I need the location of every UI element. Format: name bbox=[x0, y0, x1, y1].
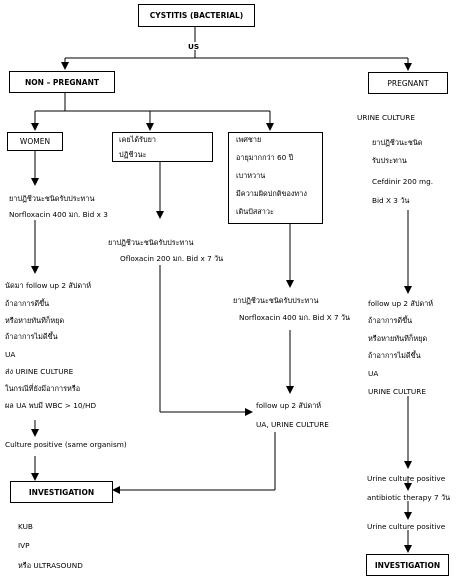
pregnant-followup-1: follow up 2 สัปดาห์ bbox=[368, 299, 434, 308]
investigation-item-ivp: IVP bbox=[18, 541, 30, 550]
pregnant-followup-6: URINE CULTURE bbox=[368, 387, 426, 396]
male-line-3: เบาหวาน bbox=[236, 171, 266, 180]
title-box: CYSTITIS (BACTERIAL) bbox=[138, 4, 255, 27]
women-followup-8: ผล UA พบมี WBC > 10/HD bbox=[5, 401, 97, 410]
pregnant-culture-positive-1: Urine culture positive bbox=[367, 474, 446, 483]
pregnant-culture-positive-2: Urine culture positive bbox=[367, 522, 446, 531]
title-text: CYSTITIS (BACTERIAL) bbox=[149, 11, 244, 20]
pregnant-urine-culture: URINE CULTURE bbox=[357, 113, 415, 122]
women-followup-7: ในกรณีที่ยังมีอาการหรือ bbox=[5, 384, 81, 393]
male-box: เพศชาย อายุมากกว่า 60 ปี เบาหวาน มีความผ… bbox=[228, 132, 323, 224]
women-treatment-2: Norfloxacin 400 มก. Bid x 3 bbox=[9, 210, 108, 219]
male-line-2: อายุมากกว่า 60 ปี bbox=[236, 153, 294, 162]
women-text: WOMEN bbox=[19, 137, 51, 146]
pregnant-text: PREGNANT bbox=[387, 78, 429, 88]
pregnant-followup-5: UA bbox=[368, 369, 379, 378]
investigation-item-kub: KUB bbox=[18, 522, 33, 531]
pregnant-treatment-4: Bid X 3 วัน bbox=[372, 196, 410, 205]
investigation-item-ultrasound: หรือ ULTRASOUND bbox=[18, 561, 83, 570]
women-followup-6: ส่ง URINE CULTURE bbox=[5, 367, 74, 376]
male-line-1: เพศชาย bbox=[236, 135, 262, 144]
prior-antibiotic-box: เคยได้รับยา ปฏิชีวนะ bbox=[112, 132, 213, 162]
male-line-5: เดินปัสสาวะ bbox=[236, 207, 274, 216]
women-treatment-1: ยาปฏิชีวนะชนิดรับประทาน bbox=[9, 194, 95, 203]
pregnant-followup-3: หรือหายทันทีก็หยุด bbox=[368, 334, 428, 343]
women-followup-2: ถ้าอาการดีขึ้น bbox=[5, 299, 50, 308]
women-followup-5: UA bbox=[5, 350, 16, 359]
pregnant-box: PREGNANT bbox=[368, 72, 448, 94]
male-followup-2: UA, URINE CULTURE bbox=[256, 420, 329, 429]
non-pregnant-text: NON – PREGNANT bbox=[25, 77, 99, 87]
prior-antibiotic-line-2: ปฏิชีวนะ bbox=[119, 150, 147, 159]
prior-treatment-2: Ofloxacin 200 มก. Bid x 7 วัน bbox=[120, 254, 224, 263]
male-treatment-2: Norfloxacin 400 มก. Bid X 7 วัน bbox=[239, 313, 350, 322]
male-line-4: มีความผิดปกติของทาง bbox=[236, 189, 307, 198]
investigation-right-box: INVESTIGATION bbox=[366, 554, 449, 576]
pregnant-antibiotic-therapy: antibiotic therapy 7 วัน bbox=[367, 493, 451, 502]
non-pregnant-box: NON – PREGNANT bbox=[9, 71, 115, 93]
pregnant-treatment-1: ยาปฏิชีวนะชนิด bbox=[372, 138, 423, 147]
pregnant-treatment-2: รับประทาน bbox=[372, 156, 407, 165]
women-followup-1: นัดมา follow up 2 สัปดาห์ bbox=[5, 281, 92, 290]
women-culture-positive: Culture positive (same organism) bbox=[5, 440, 127, 449]
investigation-right-text: INVESTIGATION bbox=[374, 560, 441, 570]
women-box: WOMEN bbox=[7, 132, 63, 151]
investigation-left-text: INVESTIGATION bbox=[28, 487, 95, 497]
male-followup-1: follow up 2 สัปดาห์ bbox=[256, 401, 322, 410]
pregnant-followup-2: ถ้าอาการดีขึ้น bbox=[368, 316, 413, 325]
women-followup-3: หรือหายทันทีก็หยุด bbox=[5, 316, 65, 325]
pregnant-followup-4: ถ้าอาการไม่ดีขึ้น bbox=[368, 351, 421, 360]
prior-treatment-1: ยาปฏิชีวนะชนิดรับประทาน bbox=[108, 238, 194, 247]
us-label: US bbox=[188, 42, 200, 51]
pregnant-treatment-3: Cefdinir 200 mg. bbox=[372, 177, 434, 186]
investigation-left-box: INVESTIGATION bbox=[10, 481, 113, 503]
women-followup-4: ถ้าอาการไม่ดีขึ้น bbox=[5, 332, 58, 341]
prior-antibiotic-line-1: เคยได้รับยา bbox=[119, 135, 156, 144]
male-treatment-1: ยาปฏิชีวนะชนิดรับประทาน bbox=[233, 296, 319, 305]
